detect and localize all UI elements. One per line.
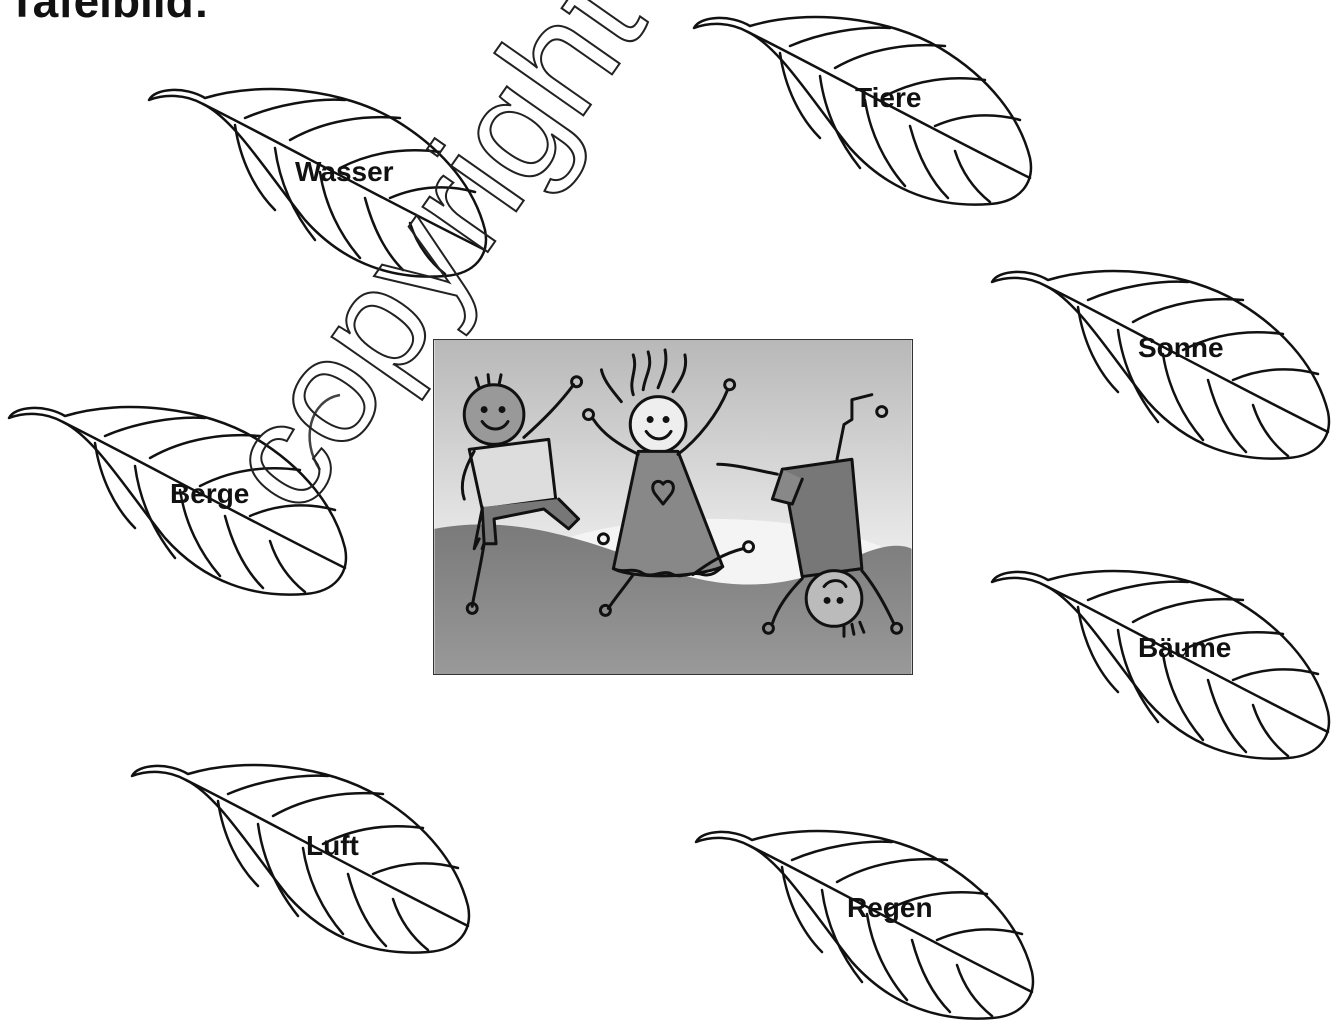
children-playing-drawing-icon: [434, 340, 912, 674]
leaf-sonne: Sonne: [988, 262, 1341, 462]
leaf-label-tiere: Tiere: [855, 82, 921, 114]
leaf-label-baeume: Bäume: [1138, 632, 1231, 664]
leaf-berge: Berge: [5, 398, 365, 598]
leaf-label-luft: Luft: [306, 830, 359, 862]
leaf-tiere: Tiere: [690, 8, 1050, 208]
leaf-label-regen: Regen: [847, 892, 933, 924]
leaf-label-sonne: Sonne: [1138, 332, 1224, 364]
children-playing-image: [433, 339, 913, 675]
leaf-label-wasser: Wasser: [295, 156, 394, 188]
leaf-regen: Regen: [692, 822, 1052, 1022]
leaf-baeume: Bäume: [988, 562, 1341, 762]
leaf-wasser: Wasser: [145, 80, 505, 280]
page-title: Tafelbild:: [8, 0, 209, 24]
leaf-label-berge: Berge: [170, 478, 249, 510]
leaf-luft: Luft: [128, 756, 488, 956]
